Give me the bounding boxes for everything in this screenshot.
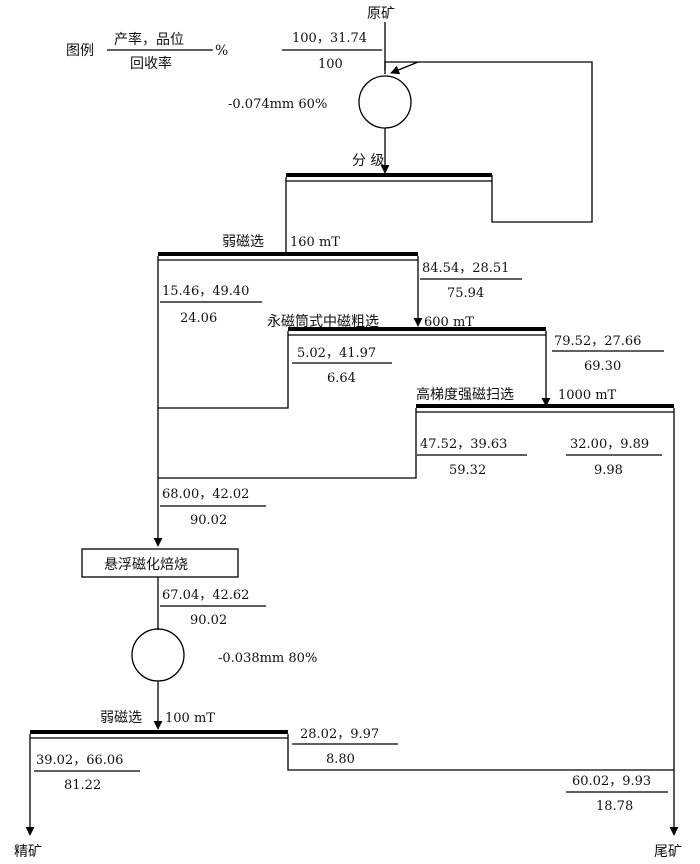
combined-conc-bottom: 90.02 [190, 513, 227, 528]
lims-1-tail-top: 84.54，28.51 [422, 261, 509, 276]
roasted-product: 67.04，42.62 90.02 [160, 588, 266, 628]
classification-label: 分 级 [352, 153, 384, 169]
lims-2-tail-top: 28.02，9.97 [300, 727, 379, 742]
recycle-arrow [390, 61, 419, 75]
feed-bottom: 100 [318, 57, 343, 72]
legend: 图例 产率，品位 回收率 % [66, 31, 228, 72]
scavenger-label: 高梯度强磁扫选 [416, 386, 514, 403]
lims-2-conc-top: 39.02，66.06 [36, 753, 123, 768]
classification-bar [286, 173, 492, 177]
lims-1-tail-bottom: 75.94 [447, 286, 484, 301]
lims-1-field: 160 mT [290, 235, 340, 250]
grinding-1: -0.074mm 60% [228, 75, 412, 129]
lims-2-tail-bottom: 8.80 [326, 752, 355, 767]
final-tail-bottom: 18.78 [596, 799, 633, 814]
classification: 分 级 [286, 153, 492, 182]
classifier-return-line [384, 61, 593, 223]
legend-suffix: % [215, 43, 228, 59]
lims-2-concentrate: 39.02，66.06 81.22 [34, 753, 140, 793]
legend-denominator: 回收率 [130, 55, 172, 72]
lims-1-conc-bottom: 24.06 [180, 311, 217, 326]
lims-1-tailings: 84.54，28.51 75.94 [420, 261, 522, 301]
scavenger-tailings: 32.00，9.89 9.98 [566, 437, 662, 478]
scavenger-conc-top: 47.52，39.63 [420, 437, 507, 452]
scavenger: 高梯度强磁扫选 1000 mT [416, 386, 674, 413]
lims-2: 弱磁选 100 mT [30, 710, 288, 739]
roasted-bottom: 90.02 [190, 613, 227, 628]
roasting-label: 悬浮磁化焙烧 [104, 557, 188, 573]
feed-label: 原矿 [367, 6, 395, 22]
lims-2-conc-bottom: 81.22 [64, 778, 101, 793]
final-tail-top: 60.02，9.93 [572, 774, 651, 789]
combined-conc-top: 68.00，42.02 [162, 487, 249, 502]
rougher-tail-top: 79.52，27.66 [554, 334, 641, 349]
legend-numerator: 产率，品位 [114, 31, 184, 48]
lims-2-tailings: 28.02，9.97 8.80 [292, 727, 398, 767]
rougher-conc-bottom: 6.64 [327, 371, 356, 386]
rougher-tailings: 79.52，27.66 69.30 [552, 334, 664, 374]
scavenger-conc-bottom: 59.32 [449, 463, 486, 478]
scavenger-concentrate: 47.52，39.63 59.32 [417, 437, 527, 478]
lims-2-tail-to-final-tail-line [287, 734, 674, 771]
tailings-output-label: 尾矿 [654, 844, 682, 860]
rougher-bar [288, 327, 546, 331]
lims-1-bar [158, 252, 418, 256]
feed-top: 100，31.74 [292, 31, 367, 46]
rougher-tail-bottom: 69.30 [584, 359, 621, 374]
rougher-label: 永磁筒式中磁粗选 [267, 313, 379, 330]
grinding-1-label: -0.074mm 60% [228, 97, 327, 112]
grinding-1-mill-icon [358, 75, 412, 129]
rougher-conc-top: 5.02，41.97 [297, 346, 376, 361]
rougher-conc-to-main-line [158, 331, 289, 409]
scavenger-conc-to-main-line [158, 408, 417, 479]
legend-prefix: 图例 [66, 43, 94, 59]
rougher-field: 600 mT [424, 315, 474, 330]
scavenger-tail-bottom: 9.98 [594, 463, 623, 478]
lims-2-label: 弱磁选 [100, 710, 142, 726]
roasting-box [81, 548, 239, 578]
combined-concentrate: 68.00，42.02 90.02 [160, 487, 266, 528]
final-tailings: 60.02，9.93 18.78 [566, 774, 668, 814]
grinding-2: -0.038mm 80% [131, 628, 317, 682]
lims-1-conc-top: 15.46，49.40 [162, 284, 249, 299]
scavenger-bar [416, 404, 674, 408]
roasted-top: 67.04，42.62 [162, 588, 249, 603]
feed-stream: 原矿 100，31.74 100 [282, 6, 395, 74]
scavenger-tail-top: 32.00，9.89 [570, 437, 649, 452]
lims-1-concentrate: 15.46，49.40 24.06 [160, 284, 262, 326]
scavenger-field: 1000 mT [558, 388, 617, 403]
grinding-2-label: -0.038mm 80% [218, 651, 317, 666]
grinding-2-mill-icon [131, 628, 185, 682]
rougher: 永磁筒式中磁粗选 600 mT [267, 313, 546, 336]
lims-1: 弱磁选 160 mT [158, 234, 418, 261]
concentrate-output-label: 精矿 [14, 844, 42, 860]
roasting: 悬浮磁化焙烧 [81, 548, 239, 578]
lims-2-field: 100 mT [165, 711, 215, 726]
lims-1-label: 弱磁选 [222, 234, 264, 250]
rougher-concentrate: 5.02，41.97 6.64 [292, 346, 392, 386]
lims-2-bar [30, 730, 288, 734]
